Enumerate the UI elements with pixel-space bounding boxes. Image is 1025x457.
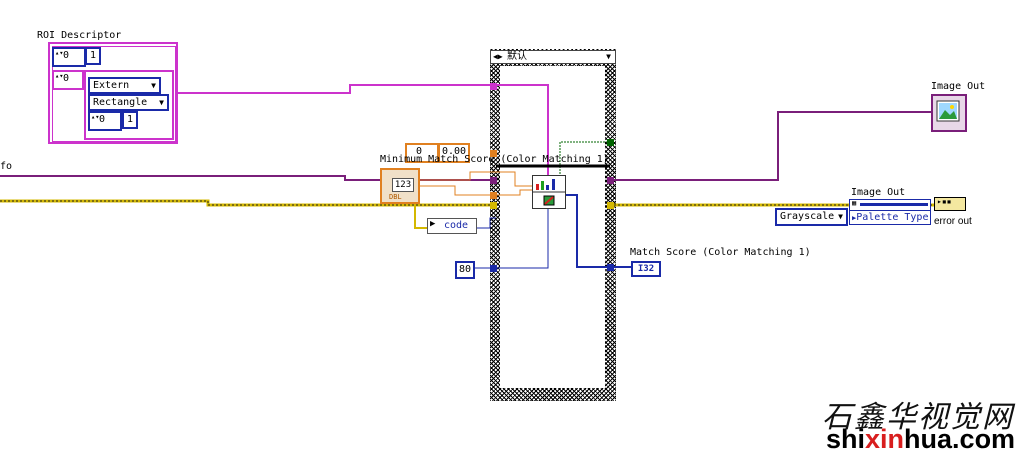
error-out-label: error out xyxy=(934,216,972,227)
truncated-wire-label: fo xyxy=(0,161,13,172)
increment-icon[interactable]: ▴▾ xyxy=(55,72,64,80)
constant-decimal[interactable]: 0.00 xyxy=(438,143,470,163)
dropdown-arrow-icon[interactable]: ▼ xyxy=(151,81,156,90)
increment-icon[interactable]: ▴▾ xyxy=(91,113,100,121)
increment-icon[interactable]: ▴▾ xyxy=(55,49,64,57)
dropdown-arrow-icon[interactable]: ▼ xyxy=(838,212,843,221)
error-code-unbundle[interactable]: ▶ code xyxy=(427,218,477,234)
roi-bbox-value[interactable]: 1 xyxy=(85,47,101,65)
image-out-indicator[interactable] xyxy=(931,94,967,132)
image-display-icon xyxy=(936,100,960,122)
tunnel-image-in[interactable] xyxy=(490,177,497,184)
case-selector[interactable]: ◀▶ 默认 ▼ xyxy=(490,50,616,64)
palette-type-ring[interactable]: Grayscale▼ xyxy=(775,208,848,226)
image-out-property-label: Image Out xyxy=(851,187,906,198)
color-match-chart-icon xyxy=(533,179,565,206)
palette-type-property[interactable]: ▶Palette Type xyxy=(849,210,931,225)
roi-coords-index[interactable]: ▴▾ 0 xyxy=(88,111,122,131)
watermark-url: shixinhua.com xyxy=(826,424,1016,454)
tunnel-numeric[interactable] xyxy=(490,265,497,272)
error-out-indicator[interactable]: ▸▪▪ xyxy=(934,197,966,211)
tunnel-roi[interactable] xyxy=(490,83,497,90)
reference-icon: ▦ xyxy=(852,199,857,207)
numeric-constant-80[interactable]: 80 xyxy=(455,261,475,279)
dropdown-arrow-icon[interactable]: ▼ xyxy=(159,98,164,107)
match-score-indicator[interactable]: I32 xyxy=(631,261,661,277)
match-score-label: Match Score (Color Matching 1) xyxy=(630,247,811,258)
image-out-label: Image Out xyxy=(931,81,986,92)
dbl-type-tag: DBL xyxy=(389,193,402,201)
roi-descriptor-label: ROI Descriptor xyxy=(37,30,122,41)
roi-bbox-index[interactable]: ▴▾ 0 xyxy=(52,47,86,67)
minimum-match-score-label: Minimum Match Score (Color Matching 1) xyxy=(380,154,609,165)
roi-coords-value[interactable]: 1 xyxy=(122,111,138,129)
numeric-terminal-icon: 123 xyxy=(392,178,414,192)
case-structure-inner xyxy=(500,66,605,388)
shape-ring[interactable]: Rectangle▼ xyxy=(88,94,169,111)
tunnel-error-in[interactable] xyxy=(490,202,497,209)
case-selector-label: 默认 xyxy=(507,51,527,62)
roi-contour-index[interactable]: ▴▾ 0 xyxy=(52,70,84,90)
error-cluster-icon: ▸▪▪ xyxy=(937,197,952,206)
tunnel-green[interactable] xyxy=(607,139,614,146)
tunnel-score-out[interactable] xyxy=(607,264,614,271)
tunnel-orange-a[interactable] xyxy=(490,150,497,157)
write-arrow-icon: ▶ xyxy=(852,214,857,222)
tunnel-error-out[interactable] xyxy=(607,202,614,209)
selector-left-arrow-icon[interactable]: ◀▶ xyxy=(493,52,503,61)
selector-dropdown-icon[interactable]: ▼ xyxy=(606,52,611,61)
contour-type-ring[interactable]: Extern▼ xyxy=(88,77,161,94)
tunnel-image-out[interactable] xyxy=(607,177,614,184)
tunnel-orange-b[interactable] xyxy=(490,192,497,199)
color-matching-vi[interactable] xyxy=(532,175,566,209)
watermark-logo: 石鑫华视觉网 xyxy=(822,400,1014,435)
minimum-match-score-control[interactable]: 123 DBL xyxy=(380,168,420,204)
arrow-right-icon: ▶ xyxy=(430,219,436,229)
